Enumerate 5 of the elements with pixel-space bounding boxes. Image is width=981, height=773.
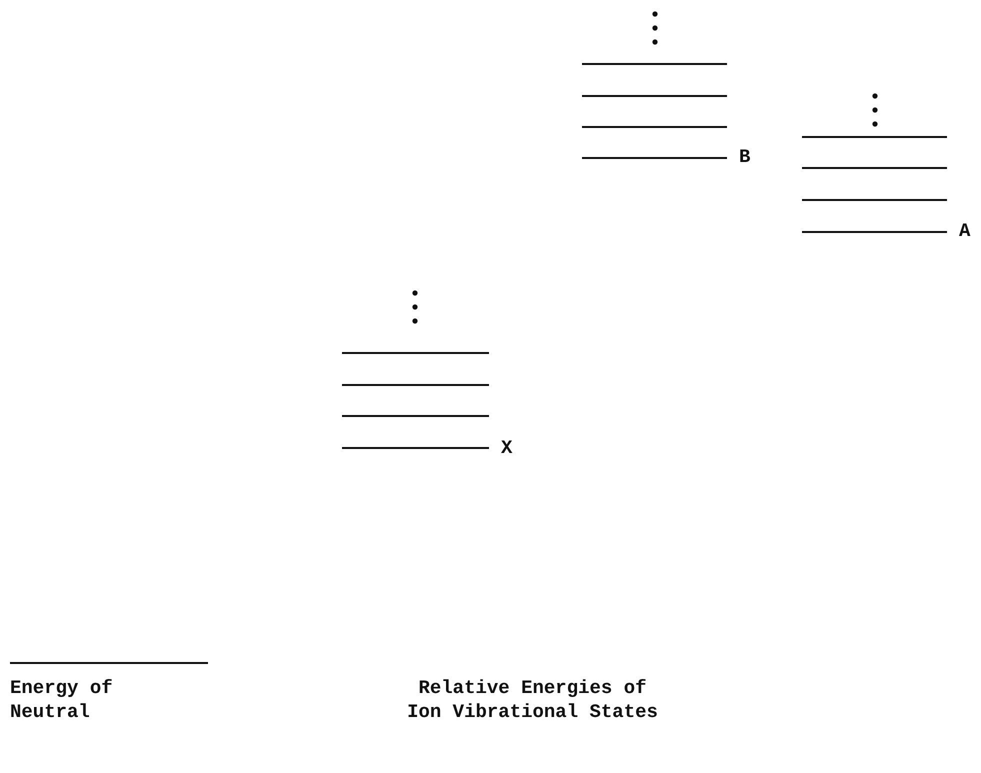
axis-caption: Energy of Neutral (10, 676, 114, 724)
state-label: A (959, 219, 970, 243)
axis-caption: Relative Energies of Ion Vibrational States (406, 676, 659, 724)
state-label: X (501, 436, 512, 460)
state-label: B (739, 145, 750, 169)
